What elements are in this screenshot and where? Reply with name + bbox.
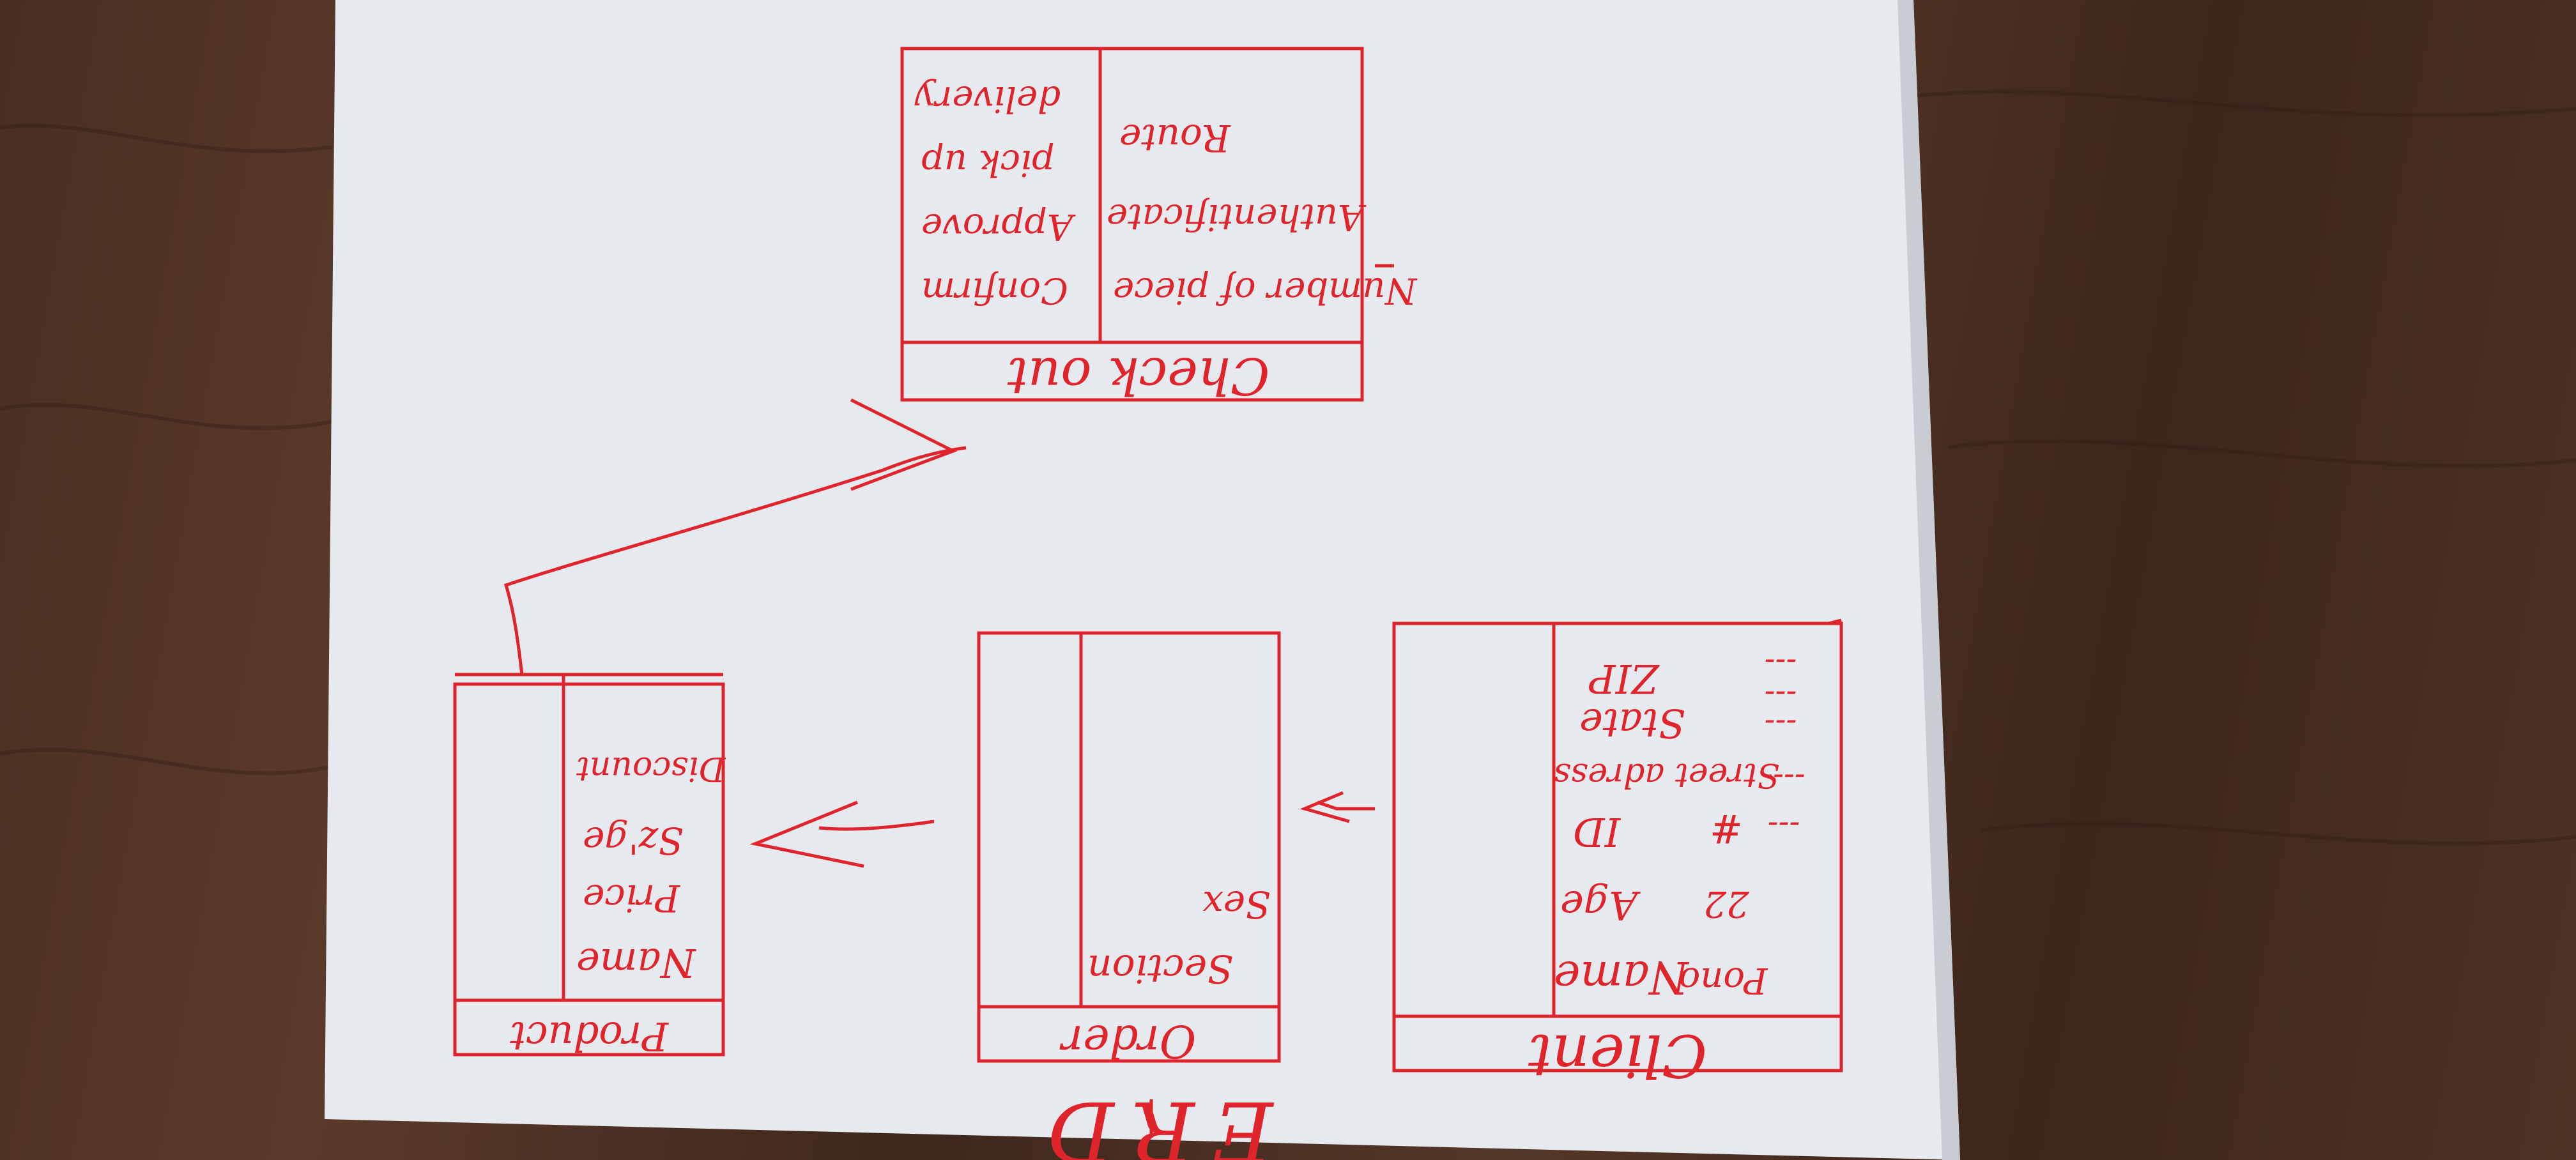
- product-attr-name: Name: [576, 940, 697, 986]
- client-header: Client: [1528, 1021, 1707, 1090]
- client-attr-street: Street adress: [1554, 756, 1780, 794]
- checkout-attr-route: Route: [1119, 116, 1231, 160]
- client-attr-name: Name: [1554, 951, 1690, 1004]
- checkout-attr-pieces: Number of piece: [1113, 270, 1418, 311]
- wood-grain: [0, 89, 2576, 846]
- client-dash-2: ----: [1762, 759, 1805, 797]
- product-attr-price: Price: [583, 876, 680, 920]
- client-dash-1: ---: [1768, 807, 1800, 844]
- paper-shadow: [1897, 0, 1960, 1160]
- client-dash-4: ---: [1765, 676, 1797, 714]
- order-attr-sex: Sex: [1202, 883, 1271, 926]
- client-attr-age: Age: [1560, 882, 1641, 929]
- checkout-attr-auth: Authentificate: [1107, 196, 1367, 238]
- product-header: Product: [510, 1013, 669, 1060]
- product-attr-size: Sz'ge: [583, 819, 684, 862]
- checkout-value-approve: Approve: [921, 206, 1076, 247]
- checkout-value-confirm: Confirm: [921, 270, 1068, 311]
- checkout-header: Check out: [1007, 346, 1269, 406]
- erd-title: ERD: [1029, 1083, 1274, 1160]
- client-dash-3: ---: [1765, 705, 1797, 742]
- checkout-value-delivery: delivery: [914, 78, 1061, 119]
- client-value-age: 22: [1703, 883, 1749, 924]
- client-attr-zip: ZIP: [1588, 655, 1660, 702]
- client-attr-id: ID: [1573, 809, 1621, 855]
- paper-sheet: [325, 0, 1960, 1160]
- checkout-value-pickup: pick up: [921, 142, 1055, 183]
- client-value-id: #: [1710, 805, 1743, 852]
- client-entity: [1392, 618, 1843, 1072]
- client-attr-state: State: [1579, 700, 1685, 747]
- order-header: Order: [1059, 1015, 1196, 1067]
- order-attr-section: Section: [1087, 946, 1233, 991]
- erd-drawing: [453, 47, 1843, 1138]
- product-entity: [453, 673, 725, 1057]
- product-attr-discount: Discount: [576, 749, 726, 788]
- checkout-entity: [900, 47, 1394, 402]
- client-value-name: Pono: [1679, 959, 1768, 1001]
- client-dash-5: ---: [1765, 645, 1797, 682]
- connectors: [503, 398, 1375, 868]
- order-entity: [977, 631, 1281, 1063]
